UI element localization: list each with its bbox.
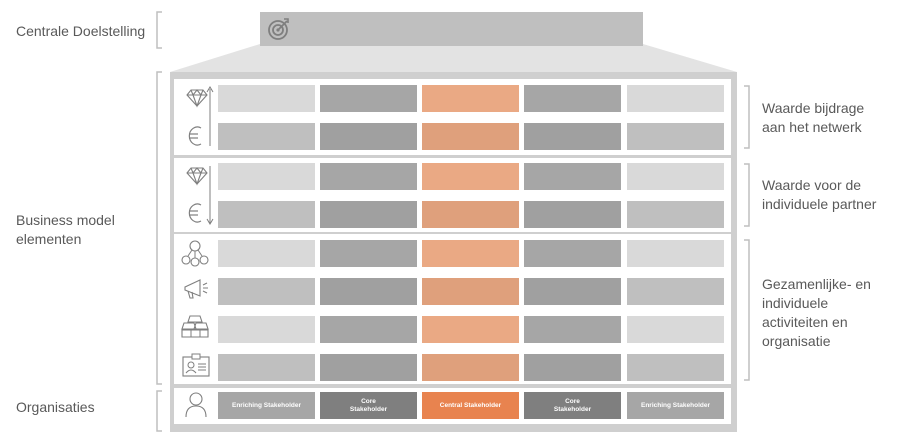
id-card-icon xyxy=(182,353,210,377)
euro-icon xyxy=(188,203,202,223)
arrow-down-icon xyxy=(206,166,214,225)
arrow-up-icon xyxy=(206,86,214,146)
grid-cell-enriching xyxy=(218,240,315,267)
org-label: Enriching Stakeholder xyxy=(641,401,710,409)
grid-cell-central xyxy=(422,163,519,190)
grid-cell-core xyxy=(524,201,621,228)
gold-bars-icon xyxy=(181,315,209,338)
org-enriching-stakeholder-2: Enriching Stakeholder xyxy=(627,392,724,419)
grid-cell-core xyxy=(320,123,417,150)
grid-cell-core xyxy=(524,240,621,267)
network-icon xyxy=(181,240,209,267)
label-line: individuele xyxy=(762,295,829,311)
grid-cell-core xyxy=(320,354,417,381)
label-line: Gezamenlijke- en xyxy=(762,276,871,292)
network-value-label: Waarde bijdrage aan het netwerk xyxy=(762,99,864,137)
grid-cell-enriching xyxy=(218,201,315,228)
grid-cell-central xyxy=(422,201,519,228)
euro-icon xyxy=(188,126,202,146)
org-label: Enriching Stakeholder xyxy=(232,401,301,409)
partner-value-label: Waarde voor de individuele partner xyxy=(762,176,876,214)
org-label-line-2: Stakeholder xyxy=(553,405,592,413)
label-line: individuele partner xyxy=(762,196,877,212)
grid-cell-enriching xyxy=(627,240,724,267)
grid-cell-enriching xyxy=(627,163,724,190)
grid-cell-enriching xyxy=(218,316,315,343)
diamond-icon xyxy=(186,167,208,186)
megaphone-icon xyxy=(184,279,208,299)
grid-cell-enriching xyxy=(627,85,724,112)
label-line: Waarde bijdrage xyxy=(762,100,865,116)
grid-cell-core xyxy=(524,123,621,150)
business-model-label: Business model elementen xyxy=(16,211,115,249)
grid-cell-central xyxy=(422,354,519,381)
org-label-line-2: Stakeholder xyxy=(349,405,388,413)
label-line: aan het netwerk xyxy=(762,119,862,135)
person-icon xyxy=(185,392,207,418)
grid-cell-core xyxy=(524,85,621,112)
grid-cell-enriching xyxy=(218,123,315,150)
label-line: activiteiten en xyxy=(762,314,848,330)
goal-connector xyxy=(170,44,737,72)
grid-cell-central xyxy=(422,240,519,267)
grid-cell-enriching xyxy=(218,85,315,112)
network-value-brace xyxy=(744,85,750,149)
target-icon xyxy=(268,18,289,40)
grid-cell-central xyxy=(422,85,519,112)
grid-cell-enriching xyxy=(218,163,315,190)
business-model-label-line-1: Business model xyxy=(16,212,115,228)
grid-cell-enriching xyxy=(627,354,724,381)
grid-cell-enriching xyxy=(627,123,724,150)
grid-cell-core xyxy=(524,354,621,381)
grid-cell-enriching xyxy=(218,354,315,381)
grid-cell-enriching xyxy=(627,201,724,228)
goal-brace xyxy=(156,11,162,49)
org-label-line-1: Core xyxy=(361,397,376,405)
grid-cell-enriching xyxy=(218,278,315,305)
org-core-stakeholder-2: Core Stakeholder xyxy=(524,392,621,419)
grid-cell-core xyxy=(320,240,417,267)
grid-cell-central xyxy=(422,316,519,343)
grid-cell-central xyxy=(422,278,519,305)
grid-cell-core xyxy=(524,163,621,190)
grid-cell-core xyxy=(320,278,417,305)
org-core-stakeholder-1: Core Stakeholder xyxy=(320,392,417,419)
label-line: organisatie xyxy=(762,333,831,349)
grid-cell-core xyxy=(320,163,417,190)
organisations-brace xyxy=(156,390,162,432)
business-model-label-line-2: elementen xyxy=(16,231,82,247)
partner-value-brace xyxy=(744,163,750,227)
org-central-stakeholder: Central Stakeholder xyxy=(422,392,519,419)
diamond-icon xyxy=(186,89,208,108)
activities-label: Gezamenlijke- en individuele activiteite… xyxy=(762,275,871,351)
grid-cell-central xyxy=(422,123,519,150)
org-label: Central Stakeholder xyxy=(439,401,502,409)
label-line: Waarde voor de xyxy=(762,177,862,193)
grid-cell-core xyxy=(320,201,417,228)
grid-cell-core xyxy=(320,85,417,112)
org-enriching-stakeholder-1: Enriching Stakeholder xyxy=(218,392,315,419)
goal-label: Centrale Doelstelling xyxy=(16,23,146,39)
goal-bar xyxy=(260,12,643,46)
organisations-label: Organisaties xyxy=(16,399,95,415)
grid-cell-core xyxy=(320,316,417,343)
grid-cell-core xyxy=(524,316,621,343)
business-model-brace xyxy=(156,71,162,385)
activities-brace xyxy=(744,239,750,381)
grid-cell-enriching xyxy=(627,316,724,343)
org-label-line-1: Core xyxy=(565,397,580,405)
grid-cell-core xyxy=(524,278,621,305)
grid-cell-enriching xyxy=(627,278,724,305)
